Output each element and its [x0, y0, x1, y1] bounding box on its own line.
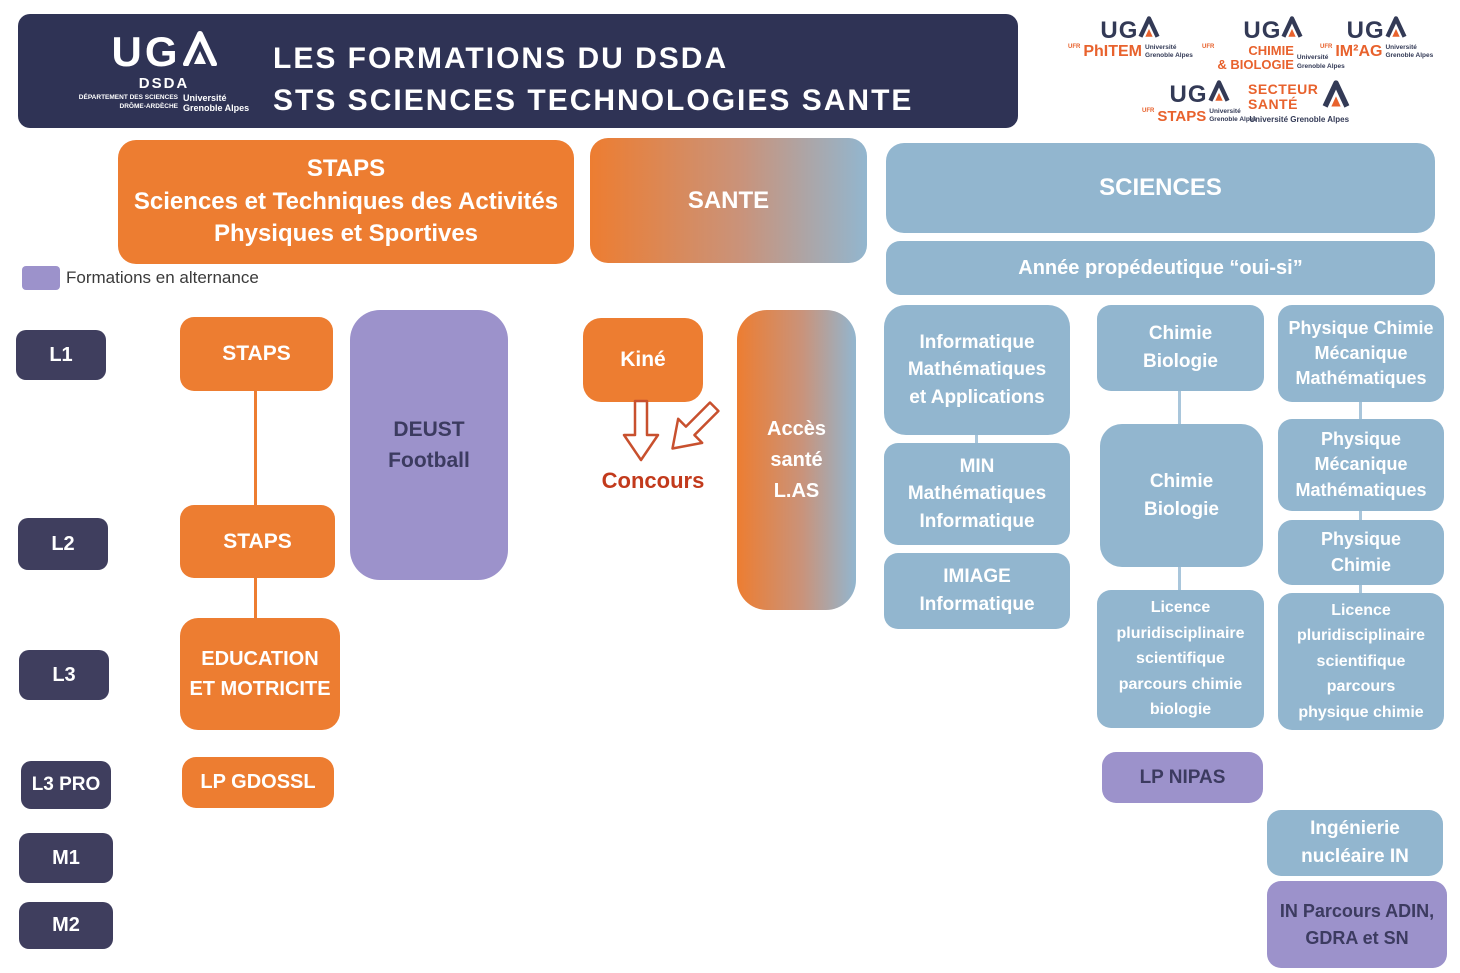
ufr-label: UFR: [1068, 44, 1081, 50]
connector-chimiebio-l1-l2: [1178, 390, 1181, 425]
main-header: UG DSDA DÉPARTEMENT DES SCIENCES DRÔME-A…: [18, 14, 1018, 128]
uga-mountain-icon: [182, 30, 217, 73]
page-title: LES FORMATIONS DU DSDA STS SCIENCES TECH…: [273, 42, 914, 117]
level-label-l2: L2: [18, 518, 108, 570]
box-informatique-mathematiques-applications: Informatique Mathématiques et Applicatio…: [884, 305, 1070, 435]
box-min-mathematiques-informatique: MIN Mathématiques Informatique: [884, 443, 1070, 545]
level-label-m1: M1: [19, 833, 113, 883]
column-header-sciences: SCIENCES: [886, 143, 1435, 233]
box-chimie-biologie-l1: Chimie Biologie: [1097, 305, 1264, 391]
connector-pmm-pc: [1359, 510, 1362, 521]
box-imiage-informatique: IMIAGE Informatique: [884, 553, 1070, 629]
box-staps-l1: STAPS: [180, 317, 333, 391]
column-header-staps: STAPS Sciences et Techniques des Activit…: [118, 140, 574, 264]
ufr-name: CHIMIE & BIOLOGIE: [1217, 43, 1294, 72]
dsda-department-label: DÉPARTEMENT DES SCIENCES DRÔME-ARDÈCHE: [78, 94, 178, 111]
ufr-label: UFR: [1142, 108, 1155, 114]
secteur-sante-label: SECTEUR SANTÉ: [1248, 80, 1319, 112]
logo-ufr-im2ag: UG UFR IM²AG Université Grenoble Alpes: [1320, 16, 1434, 61]
ufr-name: IM²AG: [1335, 43, 1383, 61]
dsda-label: DSDA: [138, 75, 190, 92]
university-label: Université Grenoble Alpes: [1145, 44, 1193, 60]
box-staps-l2: STAPS: [180, 505, 335, 578]
uga-wordmark: UG: [111, 28, 181, 75]
box-ingenierie-nucleaire: Ingénierie nucléaire IN: [1267, 810, 1443, 876]
box-lp-gdossl: LP GDOSSL: [182, 757, 334, 808]
concours-down-arrow-icon: [622, 399, 660, 462]
university-label: Université Grenoble Alpes: [1249, 115, 1350, 124]
connector-staps-l2-l3: [254, 577, 257, 620]
uga-dsda-logo: UG DSDA DÉPARTEMENT DES SCIENCES DRÔME-A…: [64, 30, 264, 114]
uga-university-label: Université Grenoble Alpes: [183, 93, 250, 114]
box-physique-mecanique-mathematiques: Physique Mécanique Mathématiques: [1278, 419, 1444, 511]
connector-infomath-min: [975, 434, 978, 444]
level-label-m2: M2: [19, 902, 113, 949]
concours-label: Concours: [601, 468, 705, 493]
logo-ufr-chimie-biologie: UG UFR CHIMIE & BIOLOGIE Université Gren…: [1202, 16, 1345, 72]
connector-staps-l1-l2: [254, 390, 257, 506]
box-lp-nipas: LP NIPAS: [1102, 752, 1263, 803]
box-physique-chimie: Physique Chimie: [1278, 520, 1444, 585]
ufr-label: UFR: [1320, 44, 1333, 50]
university-label: Université Grenoble Alpes: [1209, 108, 1258, 124]
column-header-sante: SANTE: [590, 138, 867, 263]
level-label-l1: L1: [16, 330, 106, 380]
logo-ufr-staps: UG UFR STAPS Université Grenoble Alpes: [1142, 80, 1258, 126]
uga-mountain-icon: [1281, 16, 1303, 43]
connector-pc-licence: [1359, 584, 1362, 594]
legend-alternance-label: Formations en alternance: [66, 268, 259, 287]
ufr-name: STAPS: [1157, 108, 1207, 126]
ufr-label: UFR: [1202, 44, 1215, 50]
university-label: Université Grenoble Alpes: [1296, 54, 1345, 70]
box-chimie-biologie-l2: Chimie Biologie: [1100, 424, 1263, 567]
box-education-motricite: EDUCATION ET MOTRICITE: [180, 618, 340, 730]
box-licence-pluridisciplinaire-physique-chimie: Licence pluridisciplinaire scientifique …: [1278, 593, 1444, 730]
box-physique-chimie-mecanique-mathematiques: Physique Chimie Mécanique Mathématiques: [1278, 305, 1444, 402]
logo-ufr-phitem: UG UFR PhITEM Université Grenoble Alpes: [1068, 16, 1193, 61]
box-licence-pluridisciplinaire-chimie-biologie: Licence pluridisciplinaire scientifique …: [1097, 590, 1264, 728]
ufr-name: PhITEM: [1083, 43, 1143, 61]
level-label-l3pro: L3 PRO: [21, 761, 111, 809]
uga-mountain-icon: [1322, 80, 1350, 113]
box-acces-sante-las: Accès santé L.AS: [737, 310, 856, 610]
uga-mountain-icon: [1208, 80, 1230, 107]
box-in-parcours-adin-gdra-sn: IN Parcours ADIN, GDRA et SN: [1267, 881, 1447, 968]
level-label-l3: L3: [19, 650, 109, 700]
uga-mountain-icon: [1385, 16, 1407, 43]
logo-secteur-sante: SECTEUR SANTÉ Université Grenoble Alpes: [1248, 80, 1350, 124]
connector-pcmm-pmm: [1359, 401, 1362, 420]
uga-mountain-icon: [1138, 16, 1160, 43]
legend-alternance-swatch: [22, 266, 60, 290]
box-kine: Kiné: [583, 318, 703, 402]
university-label: Université Grenoble Alpes: [1385, 44, 1434, 60]
concours-diagonal-arrow-icon: [671, 401, 720, 450]
connector-chimiebio-l2-licence: [1178, 566, 1181, 591]
box-deust-football: DEUST Football: [350, 310, 508, 580]
propedeutique-banner: Année propédeutique “oui-si”: [886, 241, 1435, 295]
